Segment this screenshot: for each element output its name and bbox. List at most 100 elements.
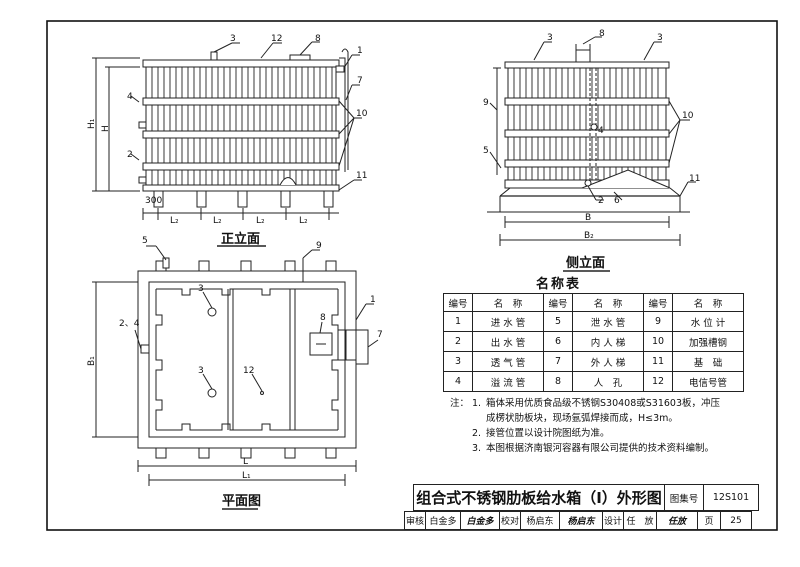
dim-l: L	[243, 457, 248, 467]
side-callout-4: 4	[598, 126, 604, 136]
side-callout-3a: 3	[547, 33, 553, 43]
reviewer-name: 白金多	[425, 511, 461, 530]
side-callout-2: 2	[598, 196, 604, 206]
part-name: 透 气 管	[472, 351, 544, 372]
notes: 注： 1. 箱体采用优质食品级不锈钢S30408或S31603板，冲压 成楞状肋…	[450, 396, 741, 456]
signature-row: 审核 白金多 白金多 校对 杨启东 杨启东 设计 任 放 任放 页 25	[404, 511, 752, 530]
header-name: 名 称	[572, 293, 644, 312]
part-name: 加强槽钢	[672, 331, 744, 352]
outer-frame	[46, 20, 778, 531]
part-name: 外 人 梯	[572, 351, 644, 372]
checker-name: 杨启东	[520, 511, 560, 530]
side-callout-11: 11	[689, 174, 700, 184]
part-name: 出 水 管	[472, 331, 544, 352]
note-row: 2. 接管位置以设计院图纸为准。	[450, 426, 741, 441]
dim-300: 300	[145, 196, 162, 206]
side-callout-5: 5	[483, 146, 489, 156]
checker-signature: 杨启东	[559, 511, 603, 530]
dim-b: B	[585, 213, 591, 223]
part-num: 6	[543, 331, 573, 352]
part-name: 进 水 管	[472, 311, 544, 332]
callout-10: 10	[356, 109, 368, 119]
part-num: 9	[643, 311, 673, 332]
side-elevation-labels: 3 8 3 9 4 10 5 2 6 11 B B₂ 侧立面	[483, 29, 700, 271]
callout-2: 2	[127, 150, 133, 160]
plan-callout-3b: 3	[198, 366, 204, 376]
plan-callout-12: 12	[243, 366, 254, 376]
reviewer-signature: 白金多	[460, 511, 500, 530]
part-name: 水 位 计	[672, 311, 744, 332]
part-name: 内 人 梯	[572, 331, 644, 352]
callout-11: 11	[356, 171, 367, 181]
review-label: 审核	[404, 511, 426, 530]
callout-7: 7	[357, 76, 363, 86]
atlas-number: 12S101	[703, 484, 759, 511]
side-callout-6: 6	[614, 196, 620, 206]
dim-l2-2: L₂	[213, 216, 222, 226]
side-callout-3b: 3	[657, 33, 663, 43]
part-num: 8	[543, 371, 573, 392]
callout-3: 3	[230, 34, 236, 44]
parts-table: 编号 名 称 编号 名 称 编号 名 称 1 进 水 管 5 泄 水 管 9 水…	[443, 293, 744, 392]
dim-b1: B₁	[87, 356, 97, 366]
dim-b2: B₂	[584, 231, 594, 241]
note-number: 2.	[472, 428, 482, 439]
part-num: 5	[543, 311, 573, 332]
design-label: 设计	[602, 511, 624, 530]
note-text: 本图根据济南银河容器有限公司提供的技术资料编制。	[486, 443, 715, 454]
plan-view-labels: 5 9 2、4 1 3 8 7 3 12 B₁ L L₁ 平面图	[87, 236, 383, 509]
plan-view	[92, 245, 379, 510]
dim-h1: H₁	[87, 118, 97, 129]
table-row: 4 溢 流 管 8 人 孔 12 电信号管	[443, 371, 744, 392]
page-number: 25	[720, 511, 752, 530]
callout-1: 1	[357, 46, 363, 56]
note-row: 成楞状肋板块，现场氩弧焊接而成，H≤3m。	[450, 411, 741, 426]
atlas-label: 图集号	[664, 484, 704, 511]
part-num: 2	[443, 331, 473, 352]
front-elevation	[92, 41, 362, 247]
designer-name: 任 放	[623, 511, 657, 530]
drawing-title: 组合式不锈钢肋板给水箱（Ⅰ）外形图	[413, 484, 665, 511]
table-row: 3 透 气 管 7 外 人 梯 11 基 础	[443, 351, 744, 372]
table-row: 1 进 水 管 5 泄 水 管 9 水 位 计	[443, 311, 744, 332]
part-num: 3	[443, 351, 473, 372]
note-number	[472, 411, 486, 426]
plan-callout-5: 5	[142, 236, 148, 246]
side-elevation	[487, 36, 696, 272]
header-name: 名 称	[672, 293, 744, 312]
plan-callout-9: 9	[316, 241, 322, 251]
plan-callout-8: 8	[320, 313, 326, 323]
header-num: 编号	[443, 293, 473, 312]
table-row: 2 出 水 管 6 内 人 梯 10 加强槽钢	[443, 331, 744, 352]
dim-h: H	[101, 125, 111, 132]
part-name: 溢 流 管	[472, 371, 544, 392]
note-text: 箱体采用优质食品级不锈钢S30408或S31603板，冲压	[486, 398, 721, 409]
plan-callout-1: 1	[370, 295, 376, 305]
page-label: 页	[697, 511, 721, 530]
designer-signature: 任放	[656, 511, 698, 530]
note-row: 3. 本图根据济南银河容器有限公司提供的技术资料编制。	[450, 441, 741, 456]
part-name: 电信号管	[672, 371, 744, 392]
side-callout-10: 10	[682, 111, 694, 121]
caption-plan-view: 平面图	[222, 494, 261, 509]
dim-l2-4: L₂	[299, 216, 308, 226]
callout-12: 12	[271, 34, 282, 44]
part-num: 11	[643, 351, 673, 372]
front-elevation-labels: 3 12 8 1 7 4 10 2 11 H₁ H 300 L₂ L₂ L₂ L…	[87, 34, 368, 247]
callout-8: 8	[315, 34, 321, 44]
part-name: 基 础	[672, 351, 744, 372]
side-callout-9: 9	[483, 98, 489, 108]
header-num: 编号	[643, 293, 673, 312]
side-callout-8: 8	[599, 29, 605, 39]
part-num: 1	[443, 311, 473, 332]
part-name: 泄 水 管	[572, 311, 644, 332]
notes-prefix: 注：	[450, 398, 470, 409]
caption-side-elevation: 侧立面	[566, 255, 605, 271]
part-name: 人 孔	[572, 371, 644, 392]
note-text: 成楞状肋板块，现场氩弧焊接而成，H≤3m。	[486, 413, 678, 424]
note-row: 注： 1. 箱体采用优质食品级不锈钢S30408或S31603板，冲压	[450, 396, 741, 411]
title-block: 组合式不锈钢肋板给水箱（Ⅰ）外形图 图集号 12S101 审核 白金多 白金多 …	[404, 484, 759, 530]
note-number: 3.	[472, 443, 482, 454]
callout-4: 4	[127, 92, 133, 102]
